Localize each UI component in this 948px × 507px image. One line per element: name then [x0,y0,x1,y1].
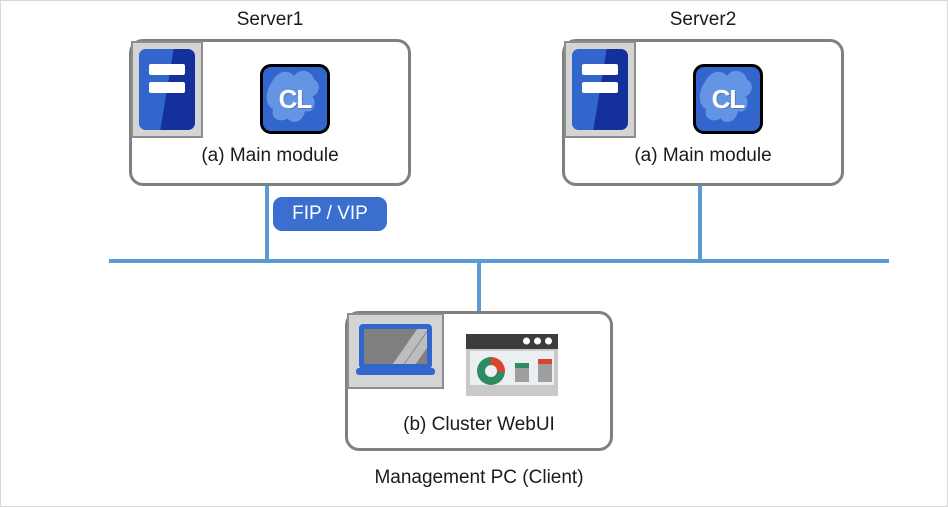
laptop-screen [359,323,432,369]
server1-network-drop [265,185,269,261]
browser-page-content [469,351,555,386]
management-pc-network-drop [477,261,481,311]
server2-caption: Server2 [669,9,737,30]
server-rack-icon [131,41,203,138]
cl-icon-label: CL [278,84,313,114]
server1-box: CL (a) Main module [129,39,411,186]
server-rack-icon [564,41,636,138]
bar-widget-cap [537,359,552,365]
server1-caption: Server1 [236,9,304,30]
server1-module-label: (a) Main module [201,145,339,166]
server-rack-body [572,49,628,130]
server-rack-slot-1 [581,64,619,75]
server2-network-drop [698,185,702,261]
laptop-icon [347,313,444,389]
browser-titlebar [466,334,558,349]
cl-product-icon: CL [693,64,763,134]
bar-widget-icon [514,363,529,383]
donut-chart-icon [476,357,505,386]
cl-product-icon: CL [260,64,330,134]
bar-widget-icon [537,359,552,383]
management-pc-box: (b) Cluster WebUI [345,311,613,451]
cl-splash-shape [699,70,752,123]
fip-vip-badge: FIP / VIP [273,197,387,231]
server-rack-slot-2 [581,82,619,93]
cl-icon-label: CL [711,84,746,114]
management-pc-caption: Management PC (Client) [374,467,584,488]
browser-dot-icon [534,337,541,345]
server2-module-label: (a) Main module [634,145,772,166]
server-rack-slot-2 [148,82,186,93]
laptop-base [356,368,435,375]
bar-widget-cap [514,363,529,369]
cluster-webui-label: (b) Cluster WebUI [403,414,555,435]
browser-dot-icon [523,337,530,345]
browser-webui-icon [466,334,558,396]
network-bus-line [109,259,889,263]
bar-widget-stem [537,364,552,383]
server-rack-slot-1 [148,64,186,75]
browser-dot-icon [545,337,552,345]
cl-splash-shape [266,70,319,123]
server-rack-body [139,49,195,130]
bar-widget-stem [514,368,529,383]
server2-box: CL (a) Main module [562,39,844,186]
